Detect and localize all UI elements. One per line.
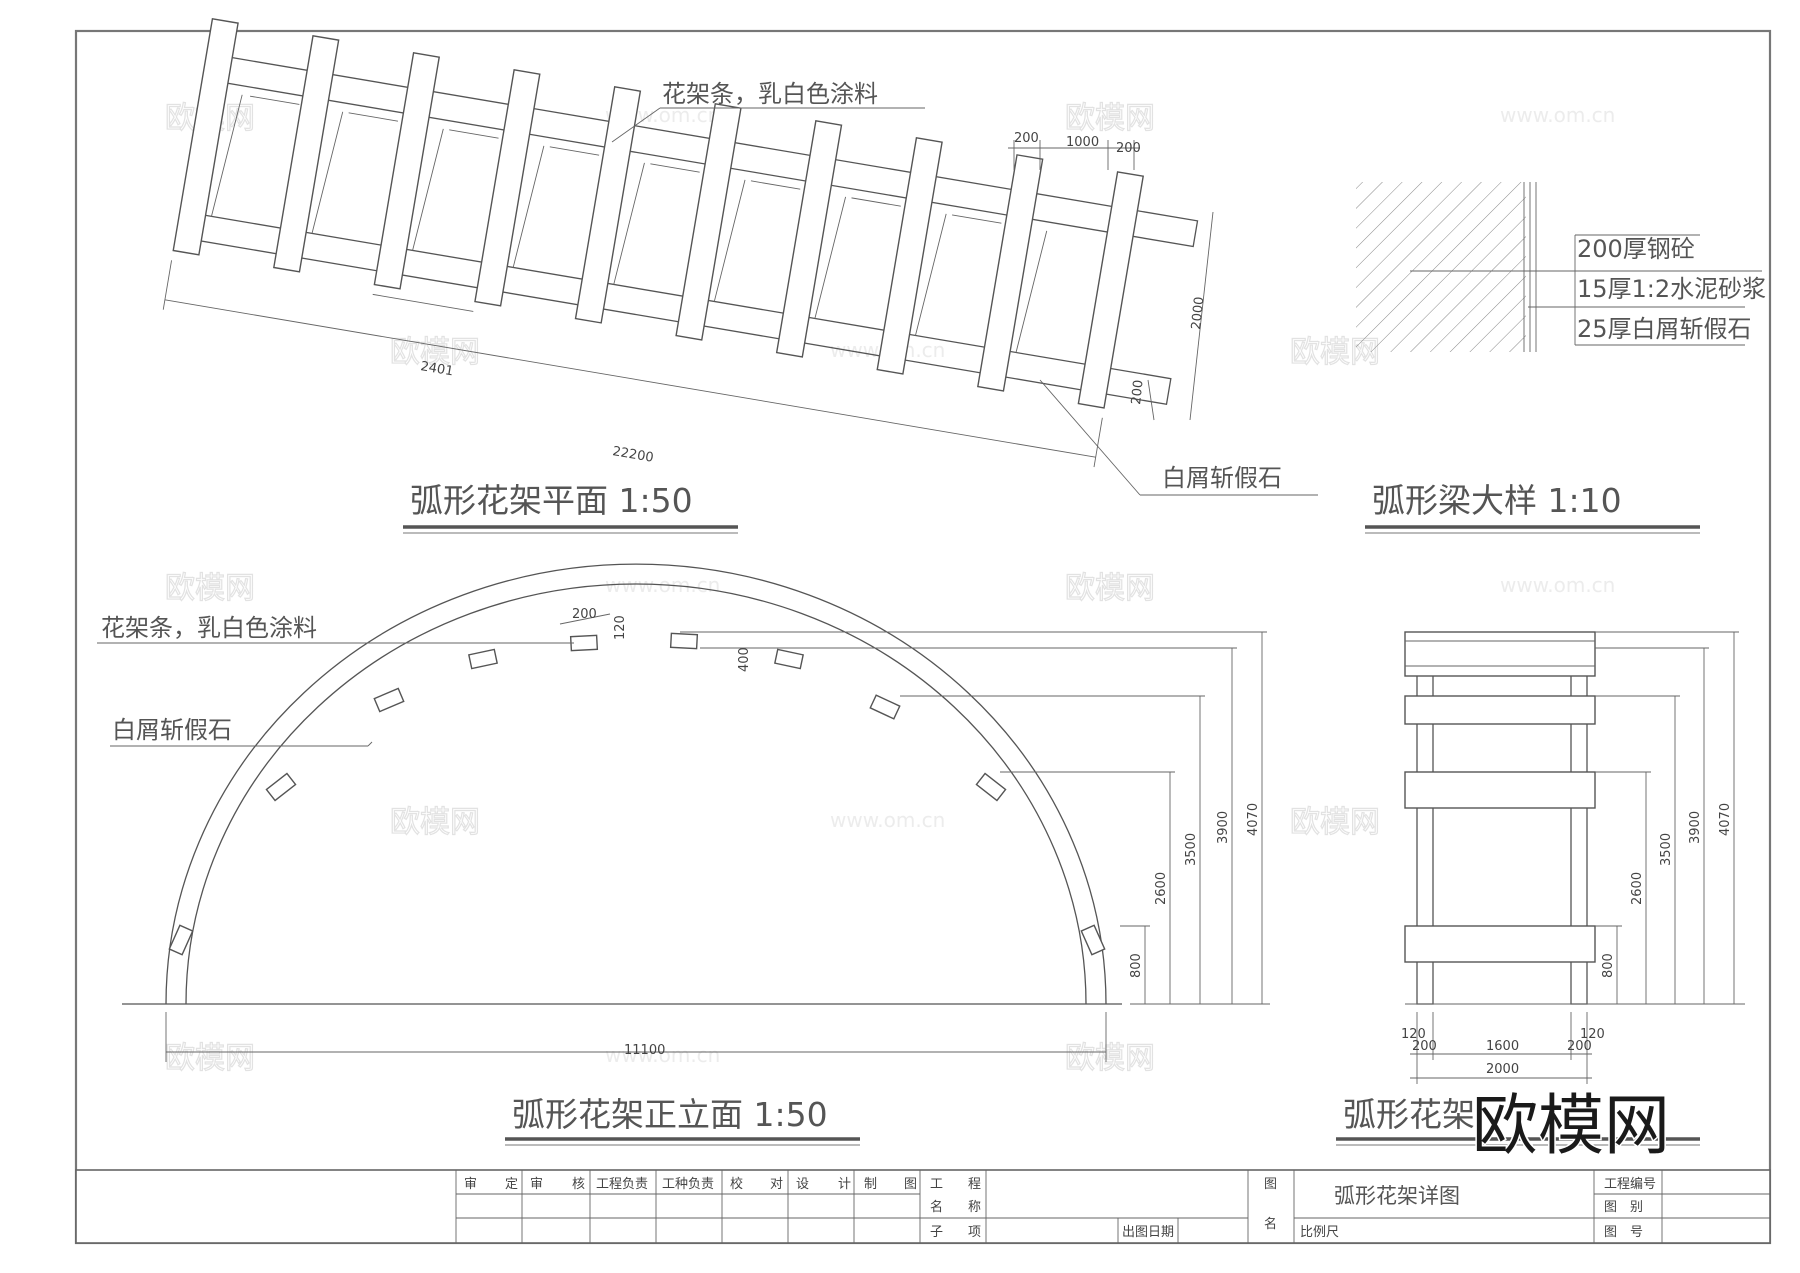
plan-dim-200b: 200 — [1116, 141, 1141, 156]
watermark-text: 欧模网 — [390, 805, 480, 840]
plan-view: 22200 2401 200 1000 200 2000 200 花架条，乳白色… — [162, 17, 1318, 534]
elevation-dims — [680, 631, 1270, 1005]
plan-dim-200a: 200 — [1014, 131, 1039, 146]
tb-cell-9: 设 — [796, 1177, 809, 1192]
watermark-text: 欧模网 — [1290, 805, 1380, 840]
elevation-title: 弧形花架正立面 1:50 — [512, 1095, 828, 1134]
beam-layer-2: 15厚1:2水泥砂浆 — [1577, 275, 1766, 303]
tb-project-2: 程 — [968, 1177, 981, 1192]
elev-label-stone: 白屑斩假石 — [112, 716, 232, 744]
elev-dim-120: 120 — [613, 615, 628, 640]
tb-project-1: 工 — [930, 1177, 943, 1192]
side-dim-2600: 2600 — [1630, 872, 1645, 905]
tb-type-label: 图 别 — [1604, 1200, 1643, 1215]
tb-cell-8: 对 — [770, 1177, 783, 1192]
tb-project-4: 称 — [968, 1200, 981, 1215]
title-block: 审 定 审 核 工程负责 工种负责 校 对 设 计 制 图 工 程 名 称 子 … — [75, 1169, 1771, 1244]
beam-layer-3: 25厚白屑斩假石 — [1577, 315, 1752, 343]
elev-dim-3500: 3500 — [1184, 833, 1199, 866]
side-slat-1 — [1404, 695, 1596, 725]
watermark-text: 欧模网 — [1065, 1041, 1155, 1076]
elev-label-slats: 花架条，乳白色涂料 — [101, 614, 317, 642]
side-dim-800: 800 — [1601, 953, 1616, 978]
elev-dim-2600: 2600 — [1154, 872, 1169, 905]
side-dim-3500: 3500 — [1659, 833, 1674, 866]
plan-dim-2401: 2401 — [419, 359, 454, 379]
tb-cell-12: 图 — [904, 1177, 917, 1192]
side-dim-120a: 120 — [1401, 1027, 1426, 1042]
tb-cell-2: 定 — [505, 1177, 518, 1192]
elevation-view: 800 2600 3500 3900 4070 200 120 400 1110… — [97, 563, 1270, 1146]
watermark-url: www.om.cn — [830, 808, 945, 832]
side-view: 800 2600 3500 3900 4070 120 200 1600 200… — [1336, 631, 1745, 1146]
tb-cell-3: 审 — [530, 1177, 543, 1192]
beam-layer-1: 200厚钢砼 — [1577, 235, 1695, 263]
tb-sub-1: 子 — [930, 1225, 943, 1240]
elev-dim-400: 400 — [737, 647, 752, 672]
tb-date-label: 出图日期 — [1122, 1225, 1174, 1240]
tb-project-3: 名 — [930, 1199, 943, 1215]
side-dim-200b: 200 — [1567, 1039, 1592, 1054]
side-dim-4070: 4070 — [1718, 803, 1733, 836]
plan-title: 弧形花架平面 1:50 — [410, 481, 693, 520]
plan-dim-2000: 2000 — [1189, 296, 1207, 330]
watermark-text: 欧模网 — [165, 571, 255, 606]
plan-dim-1000: 1000 — [1066, 135, 1099, 150]
elev-dim-200: 200 — [572, 607, 597, 622]
elevation-slats — [168, 632, 1106, 956]
watermark-url: www.om.cn — [605, 1043, 720, 1067]
arch-inner — [185, 583, 1087, 1005]
watermark-text: 欧模网 — [165, 1041, 255, 1076]
side-slat-3 — [1404, 925, 1596, 963]
tb-cell-6: 工种负责 — [662, 1177, 714, 1192]
elev-dim-800: 800 — [1129, 953, 1144, 978]
watermark-text: 欧模网 — [1065, 101, 1155, 136]
tb-cell-11: 制 — [864, 1177, 877, 1192]
beam-hatch — [1356, 182, 1526, 352]
plan-dim-200c: 200 — [1129, 379, 1147, 405]
side-dim-2000: 2000 — [1486, 1062, 1519, 1077]
tb-cell-4: 核 — [572, 1177, 585, 1192]
tb-project-no-label: 工程编号 — [1604, 1177, 1656, 1192]
watermark-text: 欧模网 — [1065, 571, 1155, 606]
brand-logo: 欧模网 — [1472, 1087, 1670, 1164]
watermark-url: www.om.cn — [1500, 103, 1615, 127]
tb-scale-label: 比例尺 — [1300, 1225, 1339, 1240]
plan-slats — [172, 17, 1145, 409]
tb-number-label: 图 号 — [1604, 1225, 1643, 1240]
tb-drawing-name: 弧形花架详图 — [1334, 1184, 1460, 1208]
tb-cell-1: 审 — [464, 1177, 477, 1192]
plan-label-stone: 白屑斩假石 — [1162, 464, 1282, 492]
tb-name-label-1: 图 — [1264, 1177, 1277, 1192]
beam-detail-title: 弧形梁大样 1:10 — [1372, 481, 1622, 520]
side-beam-top — [1404, 631, 1596, 677]
tb-cell-7: 校 — [730, 1176, 743, 1192]
side-title: 弧形花架 — [1343, 1095, 1475, 1134]
plan-label-slats: 花架条，乳白色涂料 — [662, 80, 878, 108]
elev-dim-3900: 3900 — [1216, 811, 1231, 844]
elev-dim-11100: 11100 — [624, 1043, 665, 1058]
side-dim-3900: 3900 — [1688, 811, 1703, 844]
side-dim-1600: 1600 — [1486, 1039, 1519, 1054]
tb-name-label-2: 名 — [1264, 1216, 1277, 1232]
side-slat-2 — [1404, 771, 1596, 809]
watermark-url: www.om.cn — [1500, 573, 1615, 597]
tb-sub-2: 项 — [968, 1225, 981, 1240]
tb-cell-10: 计 — [838, 1177, 851, 1192]
arch-outer — [165, 563, 1107, 1005]
elev-dim-4070: 4070 — [1246, 803, 1261, 836]
side-dim-200a: 200 — [1412, 1039, 1437, 1054]
tb-cell-5: 工程负责 — [596, 1177, 648, 1192]
side-dim-120b: 120 — [1580, 1027, 1605, 1042]
beam-detail-view: 200厚钢砼 15厚1:2水泥砂浆 25厚白屑斩假石 弧形梁大样 1:10 — [1356, 182, 1766, 534]
plan-dim-22200: 22200 — [611, 444, 654, 466]
